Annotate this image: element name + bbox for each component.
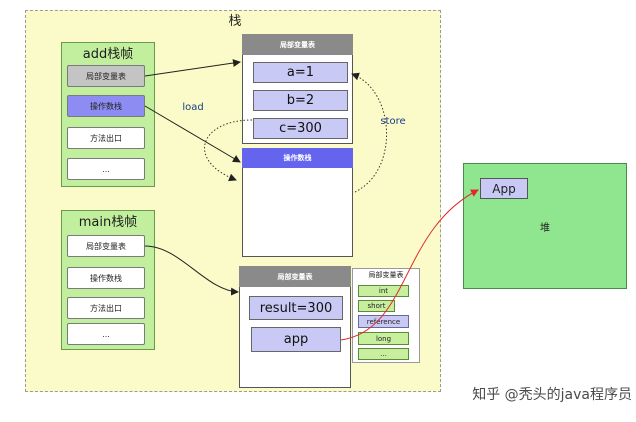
- local-var-c: c=300: [253, 118, 348, 139]
- arrow-main-locals: [144, 245, 239, 296]
- reference-arrow: [340, 189, 479, 341]
- type-short: short: [358, 300, 395, 312]
- heap-app-object: App: [480, 178, 528, 199]
- store-arrow: [351, 72, 387, 193]
- main-slot-local-vars: 局部变量表: [67, 235, 145, 257]
- main-frame-title: main栈帧: [78, 214, 138, 230]
- type-long: long: [358, 332, 409, 345]
- heap-area: [463, 163, 627, 289]
- add-slot-return: 方法出口: [67, 127, 145, 149]
- local-var-a: a=1: [253, 62, 348, 83]
- add-slot-operand-stack: 操作数栈: [67, 95, 145, 117]
- type-legend-title: 局部变量表: [368, 271, 404, 279]
- add-slot-local-vars: 局部变量表: [67, 65, 145, 87]
- type-more: ...: [358, 348, 409, 360]
- type-reference: reference: [358, 315, 409, 328]
- store-label: store: [380, 115, 406, 127]
- local-var-app: app: [251, 327, 341, 352]
- add-slot-more: ...: [67, 158, 145, 180]
- main-slot-operand-stack: 操作数栈: [67, 267, 145, 289]
- local-var-result: result=300: [249, 296, 343, 320]
- add-frame-title: add栈帧: [82, 46, 134, 62]
- watermark: 知乎 @秃头的java程序员: [472, 387, 632, 403]
- arrow-add-operand: [144, 105, 241, 163]
- main-slot-more: ...: [67, 323, 145, 345]
- load-label: load: [182, 101, 204, 113]
- local-var-b: b=2: [253, 90, 348, 111]
- main-local-vars-header: 局部变量表: [239, 266, 351, 287]
- add-operand-stack-header: 操作数栈: [242, 148, 353, 168]
- main-slot-return: 方法出口: [67, 297, 145, 319]
- stack-title: 栈: [228, 13, 242, 29]
- heap-label: 堆: [540, 222, 550, 234]
- load-arrow: [204, 119, 253, 182]
- add-local-vars-header: 局部变量表: [242, 34, 353, 55]
- arrow-add-locals: [144, 59, 241, 77]
